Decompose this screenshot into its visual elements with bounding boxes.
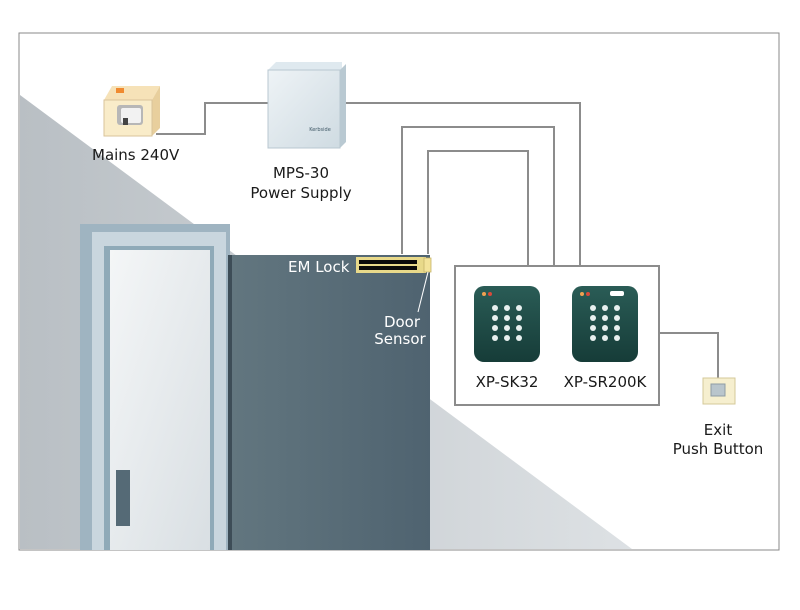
exit-label-line2: Push Button — [672, 440, 764, 458]
main-door — [228, 255, 430, 550]
em-lock-icon — [356, 257, 426, 273]
door-sensor-label-line1: Door — [383, 313, 421, 331]
psu-label-line1: MPS-30 — [272, 164, 329, 182]
reader-housing-box — [454, 265, 660, 406]
exit-button-icon — [702, 377, 736, 405]
exit-label-line1: Exit — [703, 421, 733, 439]
reader-2-label: XP-SR200K — [563, 373, 647, 391]
door-handle — [116, 470, 130, 526]
door-sensor-label-line2: Sensor — [374, 330, 426, 348]
left-door-panel — [80, 224, 230, 550]
em-lock-label: EM Lock — [288, 258, 350, 276]
wire-psu-reader2 — [342, 102, 581, 266]
wire-lock-reader2 — [401, 126, 555, 266]
keypad-reader-2 — [572, 286, 638, 362]
keypad-reader-1 — [474, 286, 540, 362]
psu-brand: Kerbside — [309, 127, 331, 133]
reader-1-label: XP-SK32 — [475, 373, 539, 391]
mains-label: Mains 240V — [92, 146, 180, 164]
door-sensor-icon — [423, 257, 432, 273]
mains-socket-icon — [103, 86, 160, 137]
wire-sensor-controller — [427, 150, 529, 266]
psu-label-line2: Power Supply — [250, 184, 352, 202]
power-supply-icon: Kerbside — [267, 62, 346, 149]
door-sensor-pointer — [417, 271, 429, 313]
wire-exit-button — [659, 332, 719, 378]
wire-mains-psu — [156, 102, 268, 135]
wiring — [156, 102, 719, 406]
